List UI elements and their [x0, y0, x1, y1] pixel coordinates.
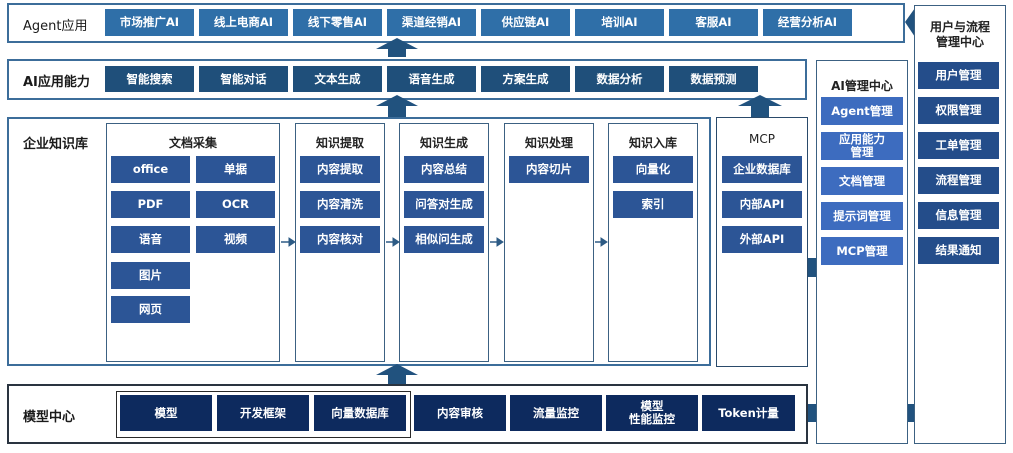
- model-group-item[interactable]: 开发框架: [217, 395, 309, 431]
- doc-source-item[interactable]: 网页: [111, 296, 190, 323]
- doc-source-item[interactable]: office: [111, 156, 190, 183]
- model-group-item[interactable]: 模型: [120, 395, 212, 431]
- mcp-item[interactable]: 外部API: [722, 226, 802, 253]
- generate-item[interactable]: 问答对生成: [404, 191, 484, 218]
- mcp-item[interactable]: 企业数据库: [722, 156, 802, 183]
- arrow-right-icon: [595, 237, 608, 247]
- generate-item[interactable]: 相似问生成: [404, 226, 484, 253]
- user-mgmt-item[interactable]: 工单管理: [918, 132, 999, 159]
- knowledge-store-title: 知识入库: [628, 136, 677, 150]
- arrow-right-icon: [490, 237, 504, 247]
- doc-source-item[interactable]: 图片: [111, 262, 190, 289]
- arrow-right-icon: [386, 237, 400, 247]
- mcp-item[interactable]: 内部API: [722, 191, 802, 218]
- agent-app-item[interactable]: 客服AI: [669, 9, 758, 36]
- knowledge-process-title: 知识处理: [524, 136, 573, 150]
- extract-item[interactable]: 内容核对: [300, 226, 380, 253]
- agent-layer-title: Agent应用: [23, 19, 88, 34]
- agent-app-item[interactable]: 培训AI: [575, 9, 664, 36]
- store-item[interactable]: 向量化: [613, 156, 693, 183]
- ai-mgmt-title: AI管理中心: [831, 79, 893, 93]
- mcp-title: MCP: [749, 132, 775, 146]
- user-mgmt-title: 用户与流程 管理中心: [929, 20, 990, 49]
- store-item[interactable]: 索引: [613, 191, 693, 218]
- capability-item[interactable]: 数据预测: [669, 66, 758, 92]
- user-mgmt-item[interactable]: 信息管理: [918, 202, 999, 229]
- agent-app-item[interactable]: 供应链AI: [481, 9, 570, 36]
- model-service-item[interactable]: Token计量: [702, 395, 795, 431]
- generate-item[interactable]: 内容总结: [404, 156, 484, 183]
- ai-mgmt-item[interactable]: 提示词管理: [821, 202, 903, 230]
- user-mgmt-item[interactable]: 用户管理: [918, 62, 999, 89]
- user-mgmt-item[interactable]: 流程管理: [918, 167, 999, 194]
- arrow-up-icon: [376, 95, 418, 117]
- doc-source-item[interactable]: 视频: [196, 226, 275, 253]
- agent-app-item[interactable]: 市场推广AI: [105, 9, 194, 36]
- model-service-item[interactable]: 内容审核: [414, 395, 506, 431]
- capability-item[interactable]: 方案生成: [481, 66, 570, 92]
- arrow-up-icon: [738, 95, 782, 117]
- agent-app-item[interactable]: 线下零售AI: [293, 9, 382, 36]
- doc-source-item[interactable]: 语音: [111, 226, 190, 253]
- ai-mgmt-item[interactable]: MCP管理: [821, 237, 903, 265]
- doc-source-item[interactable]: PDF: [111, 191, 190, 218]
- user-mgmt-item[interactable]: 结果通知: [918, 237, 999, 264]
- doc-collect-title: 文档采集: [168, 136, 217, 150]
- ai-mgmt-item[interactable]: 应用能力 管理: [821, 132, 903, 160]
- extract-item[interactable]: 内容清洗: [300, 191, 380, 218]
- extract-item[interactable]: 内容提取: [300, 156, 380, 183]
- capability-item[interactable]: 文本生成: [293, 66, 382, 92]
- knowledge-generate-title: 知识生成: [419, 136, 468, 150]
- doc-source-item[interactable]: 单据: [196, 156, 275, 183]
- capability-item[interactable]: 数据分析: [575, 66, 664, 92]
- model-service-item[interactable]: 模型 性能监控: [606, 395, 698, 431]
- arrow-right-icon: [281, 237, 296, 247]
- knowledge-extract-title: 知识提取: [315, 136, 364, 150]
- capability-item[interactable]: 智能搜索: [105, 66, 194, 92]
- ai-mgmt-item[interactable]: 文档管理: [821, 167, 903, 195]
- arrow-up-icon: [376, 364, 418, 385]
- capability-item[interactable]: 语音生成: [387, 66, 476, 92]
- doc-source-item[interactable]: OCR: [196, 191, 275, 218]
- model-group-frame: [116, 391, 411, 438]
- user-mgmt-item[interactable]: 权限管理: [918, 97, 999, 124]
- capability-layer-title: AI应用能力: [23, 75, 90, 90]
- ai-mgmt-item[interactable]: Agent管理: [821, 97, 903, 125]
- model-service-item[interactable]: 流量监控: [510, 395, 602, 431]
- process-item[interactable]: 内容切片: [509, 156, 589, 183]
- model-layer-title: 模型中心: [23, 410, 76, 425]
- model-group-item[interactable]: 向量数据库: [314, 395, 406, 431]
- agent-app-item[interactable]: 渠道经销AI: [387, 9, 476, 36]
- arrow-up-icon: [376, 38, 418, 57]
- agent-app-item[interactable]: 线上电商AI: [199, 9, 288, 36]
- knowledge-layer-title: 企业知识库: [23, 137, 89, 152]
- agent-app-item[interactable]: 经营分析AI: [763, 9, 852, 36]
- capability-item[interactable]: 智能对话: [199, 66, 288, 92]
